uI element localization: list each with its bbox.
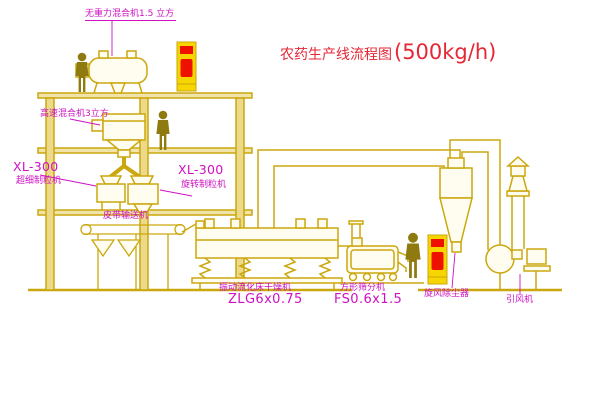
label-granulator-center-model: XL-300 bbox=[178, 162, 224, 177]
worker-figure-ground bbox=[405, 232, 421, 278]
drawing-capacity-text: (500kg/h) bbox=[394, 40, 497, 64]
label-sifter-name: 方形筛分机 bbox=[340, 283, 386, 293]
high-speed-mixer bbox=[91, 113, 146, 158]
drawing-title-text: 农药生产线流程图 bbox=[280, 47, 392, 63]
fan-duct bbox=[449, 139, 501, 250]
worker-figure-roof bbox=[75, 52, 89, 92]
label-granulator-left-name: 超细制粒机 bbox=[16, 176, 62, 186]
label-mixer-top: 无重力混合机1.5 立方 bbox=[85, 9, 177, 22]
label-granulator-left-model: XL-300 bbox=[13, 159, 59, 174]
granulator-left-machine bbox=[96, 175, 126, 210]
label-dryer-name: 振动流化床干燥机 bbox=[219, 283, 292, 293]
cabinet-ground bbox=[427, 234, 448, 285]
square-sifter-machine bbox=[340, 220, 424, 284]
label-dryer-model: ZLG6x0.75 bbox=[228, 292, 303, 307]
exhaust-duct bbox=[257, 149, 461, 228]
cyclone-machine bbox=[439, 157, 473, 253]
label-granulator-center-name: 旋转制粒机 bbox=[181, 180, 227, 190]
fluid-bed-dryer-machine bbox=[191, 218, 352, 290]
drawing-title: 农药生产线流程图 (500kg/h) bbox=[280, 40, 496, 64]
feed-pipes bbox=[108, 157, 142, 179]
label-sifter-model: FS0.6x1.5 bbox=[334, 292, 403, 307]
label-belt-conveyor: 皮带输送机 bbox=[103, 211, 149, 221]
worker-figure-floor2 bbox=[156, 110, 170, 150]
label-cyclone: 旋风除尘器 bbox=[424, 289, 470, 299]
label-fan: 引风机 bbox=[506, 295, 534, 305]
cabinet-roof bbox=[176, 41, 197, 92]
granulator-right-machine bbox=[127, 175, 159, 213]
exhaust-stack bbox=[506, 155, 530, 250]
belt-conveyor-machine bbox=[80, 223, 197, 289]
leader-lines bbox=[39, 21, 521, 294]
label-mixer-mid: 高速混合机3立方 bbox=[40, 109, 109, 119]
induced-draft-fan-machine bbox=[485, 244, 551, 290]
